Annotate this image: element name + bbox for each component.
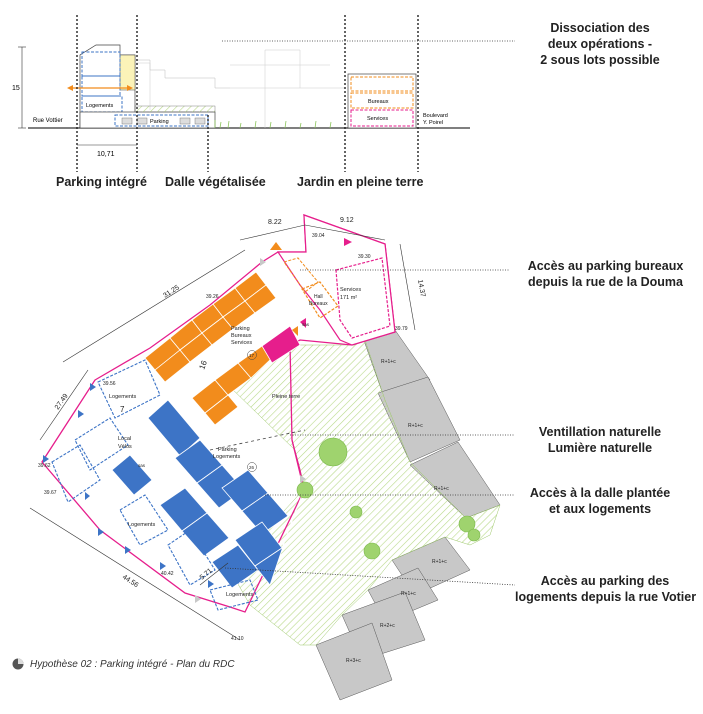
logements-label-1: Logements [109, 394, 136, 400]
width-label: 10,71 [97, 151, 115, 158]
parking-log-label-1: Parking [218, 447, 237, 453]
dim-5-71: 5.71 [199, 567, 214, 581]
level-39-04: 39.04 [312, 233, 325, 239]
hall-label-1: Hall [314, 294, 323, 300]
callout-dissociation: Dissociation des deux opérations - 2 sou… [540, 21, 660, 67]
street-right-label-2: Y. Poirel [423, 120, 443, 126]
section-bureaux-label: Bureaux [368, 99, 389, 105]
parking-bs-count: 17 [249, 353, 255, 358]
label-dalle-vegetalisee: Dalle végétalisée [165, 175, 266, 189]
building-height-1: R+1+c [381, 359, 396, 365]
trees [296, 437, 481, 560]
parking-bs-label-2: Bureaux [231, 333, 252, 339]
callout-ventilation: Ventillation naturelle Lumière naturelle [538, 425, 662, 455]
section-drawing: 15 Rue Vottier Boulevard Y. Poirel Logem… [12, 15, 515, 172]
dim-9-12: 9.12 [340, 217, 354, 224]
access-markers [43, 238, 352, 603]
level-39-67: 39.67 [44, 490, 57, 496]
caption-text: Hypothèse 02 : Parking intégré - Plan du… [30, 658, 235, 670]
site-plan: 8.22 9.12 14.37 31.25 27.49 44.56 5.71 3… [29, 214, 516, 701]
level-41-10: 41.10 [231, 636, 244, 642]
level-39-26: 39.26 [206, 294, 219, 300]
section-parking-label: Parking [150, 119, 169, 125]
building-height-5: R+1+c [401, 591, 416, 597]
local-velos-label-2: Vélos [118, 444, 132, 450]
number-16: 16 [197, 359, 209, 371]
dim-31-25: 31.25 [162, 284, 181, 299]
callout-acces-dalle: Accès à la dalle plantée et aux logement… [529, 486, 671, 516]
services-label: Services [340, 287, 361, 293]
dim-44-56: 44.56 [121, 574, 140, 589]
parking-log-count: 26 [249, 465, 255, 470]
level-39-30: 39.30 [358, 254, 371, 260]
sas-label-2: sas [138, 463, 146, 468]
pie-icon [12, 658, 24, 670]
building-height-3: R+1+c [434, 486, 449, 492]
level-39-62: 39.62 [38, 463, 51, 469]
street-right-label-1: Boulevard [423, 113, 448, 119]
level-39-79: 39.79 [395, 326, 408, 332]
services-area: 171 m² [340, 295, 357, 301]
logements-label-3: Logements [226, 592, 253, 598]
dim-14-37: 14.37 [416, 279, 426, 298]
building-height-4: R+1+c [432, 559, 447, 565]
label-jardin-pleine-terre: Jardin en pleine terre [297, 175, 424, 189]
figure-caption: Hypothèse 02 : Parking intégré - Plan du… [12, 658, 235, 670]
building-height-6: R+2+c [380, 623, 395, 629]
parking-bs-label-3: Services [231, 340, 252, 346]
pleine-terre-label: Pleine terre [272, 394, 300, 400]
label-parking-integre: Parking intégré [56, 175, 147, 189]
section-services-label: Services [367, 116, 388, 122]
number-7: 7 [120, 405, 125, 414]
building-height-2: R+1+c [408, 423, 423, 429]
parking-bs-label-1: Parking [231, 326, 250, 332]
dim-8-22: 8.22 [268, 219, 282, 226]
level-39-56: 39.56 [103, 381, 116, 387]
local-velos-label-1: Local [118, 436, 131, 442]
level-40-42: 40.42 [161, 571, 174, 577]
section-logements-label: Logements [86, 103, 113, 109]
sas-label: sas [302, 322, 310, 327]
parking-log-label-2: Logements [213, 454, 240, 460]
callout-acces-logements: Accès au parking des logements depuis la… [515, 574, 697, 604]
callout-acces-bureaux: Accès au parking bureaux depuis la rue d… [527, 259, 684, 289]
building-height-7: R+3+c [346, 658, 361, 664]
height-label: 15 [12, 85, 20, 92]
street-left-label: Rue Vottier [33, 118, 63, 124]
logements-label-2: Logements [128, 522, 155, 528]
hall-label-2: Bureaux [309, 301, 328, 307]
